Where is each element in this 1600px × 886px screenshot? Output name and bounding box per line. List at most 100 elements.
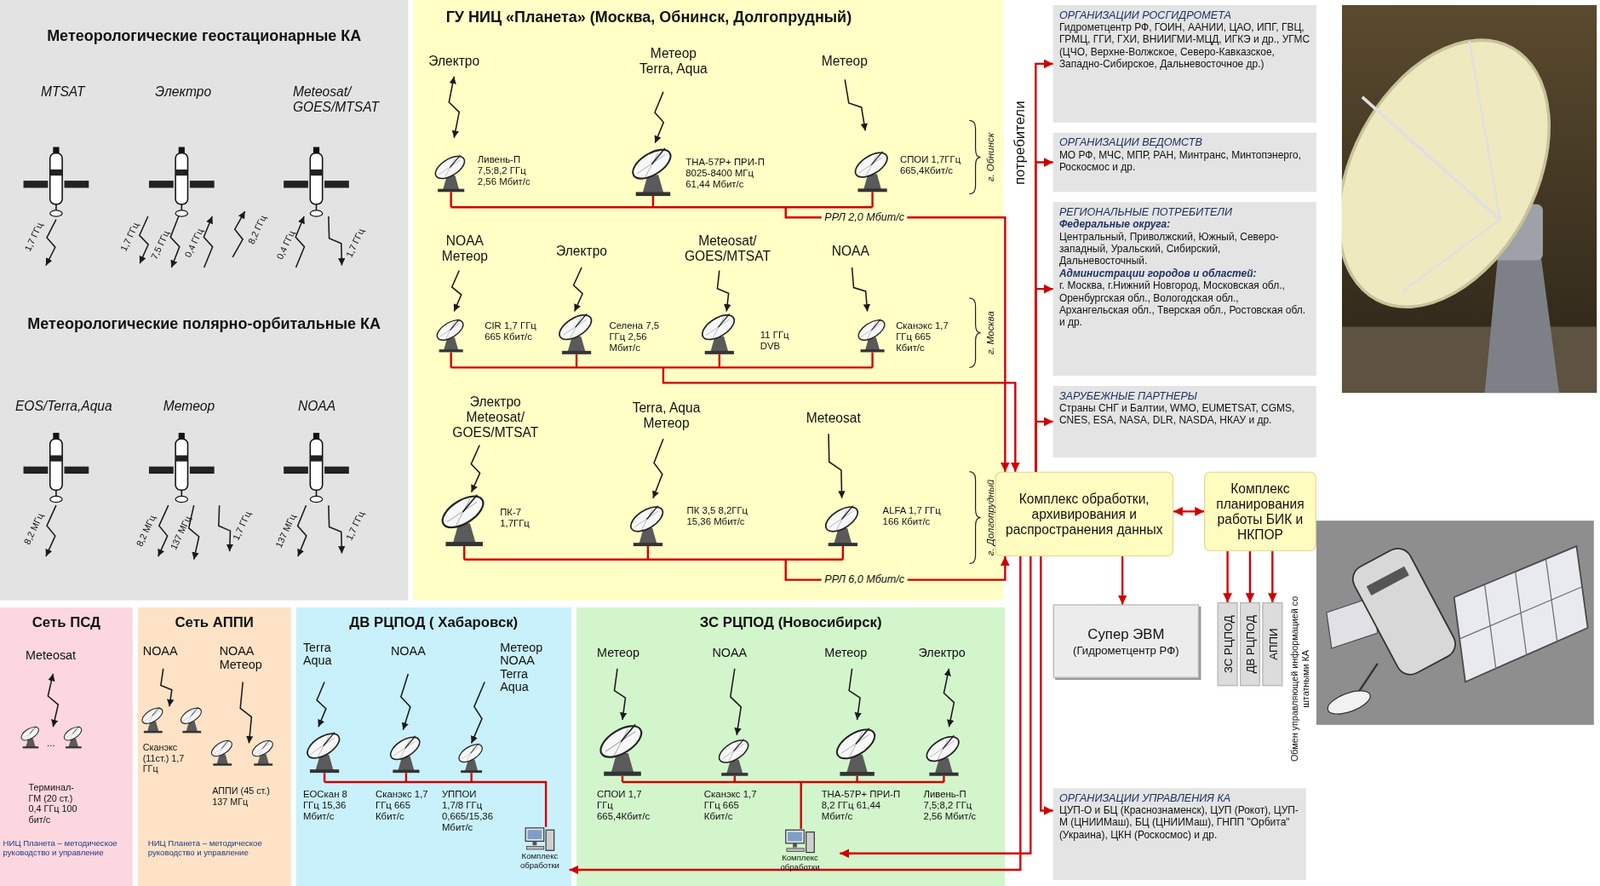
label-anchor: Терминал-ГМ (20 ст.) 0,4 ГГц 100 бит/с bbox=[28, 781, 86, 825]
antenna-ribs bbox=[859, 154, 884, 177]
satellite-top bbox=[52, 432, 59, 439]
satellite-body bbox=[175, 438, 188, 490]
dish-antenna bbox=[854, 315, 888, 352]
antenna-feed bbox=[871, 319, 882, 331]
antenna-stand bbox=[638, 527, 657, 544]
label-anchor: НИЦ Планета – методическое руководство и… bbox=[148, 838, 287, 858]
label-anchor: 1,7 ГГц bbox=[118, 220, 141, 253]
vertical-label: АППИ bbox=[1266, 628, 1279, 660]
label-anchor: Terra Aqua bbox=[303, 641, 345, 668]
connector bbox=[1226, 550, 1228, 603]
link-label: РРЛ 2,0 Мбит/с bbox=[821, 209, 908, 224]
label-anchor: Meteosat bbox=[25, 648, 76, 663]
label-anchor: Meteosat/ GOES/MTSAT bbox=[681, 232, 774, 264]
rect-shape bbox=[1316, 520, 1595, 725]
station-label: Ливень-П 7,5;8,2 ГГц 2,56 Мбит/с bbox=[923, 787, 987, 822]
dish-antenna bbox=[303, 728, 344, 773]
station-label: ТНА-57Р+ ПРИ-П 8,2 ГГц 61,44 Мбит/с bbox=[821, 787, 906, 822]
brace bbox=[969, 471, 981, 564]
box-text: Комплекс планирования работы БИК и НКПОР bbox=[1210, 480, 1309, 542]
antenna-ribs bbox=[213, 741, 230, 756]
satellite-name: NOAA Метеор bbox=[219, 644, 276, 671]
antenna-reflector bbox=[821, 501, 862, 536]
satellite-band bbox=[50, 454, 63, 461]
label-anchor: NOAA bbox=[831, 242, 870, 259]
box-heading: ОРГАНИЗАЦИИ УПРАВЛЕНИЯ КА bbox=[1059, 791, 1301, 805]
antenna-ribs bbox=[461, 745, 479, 762]
antenna-reflector bbox=[628, 143, 676, 185]
box-text: г. Москва, г.Нижний Новгород, Московская… bbox=[1059, 279, 1311, 329]
keyboard bbox=[786, 848, 804, 852]
dish-antenna bbox=[208, 737, 235, 766]
signal-arrow bbox=[614, 668, 626, 720]
dish-antenna bbox=[386, 732, 424, 773]
signal-arrow bbox=[158, 504, 169, 557]
antenna-feed bbox=[221, 739, 229, 749]
link-label: РРЛ 6,0 Мбит/с bbox=[821, 571, 908, 586]
label-anchor: Сканэкс 1,7 ГГц 665 Кбит/с bbox=[895, 319, 958, 354]
antenna-stand bbox=[443, 337, 459, 350]
dish-antenna bbox=[456, 740, 486, 774]
path-shape bbox=[1485, 255, 1560, 394]
signal-arrow bbox=[328, 216, 343, 266]
antenna-stand bbox=[726, 759, 743, 775]
frequency-label: 137 МГц bbox=[168, 514, 194, 551]
signal-arrow bbox=[218, 504, 231, 551]
antenna-reflector bbox=[386, 732, 424, 764]
signal-arrow bbox=[295, 216, 304, 268]
box-text: Гидрометцентр РФ, ГОИН, ААНИИ, ЦАО, ИПГ,… bbox=[1059, 21, 1311, 71]
satellite-top bbox=[52, 147, 59, 154]
consumer-box: РЕГИОНАЛЬНЫЕ ПОТРЕБИТЕЛИФедеральные окру… bbox=[1053, 201, 1317, 376]
solar-panel bbox=[189, 466, 215, 474]
signal-arrow bbox=[139, 216, 149, 264]
label-anchor: Ливень-П 7,5;8,2 ГГц 2,56 Мбит/с bbox=[923, 787, 987, 822]
label-anchor: Метеор bbox=[163, 397, 215, 413]
label-anchor: Метеор bbox=[821, 52, 868, 69]
label-anchor: NOAA Метеор bbox=[436, 232, 494, 264]
side-label: потребители bbox=[1011, 100, 1028, 185]
solar-panel bbox=[324, 180, 350, 188]
antenna-stand bbox=[863, 173, 882, 190]
antenna-reflector bbox=[923, 731, 964, 766]
antenna-base bbox=[392, 769, 419, 774]
antenna-reflector bbox=[595, 719, 647, 763]
wire bbox=[622, 775, 944, 829]
satellite-mast bbox=[315, 204, 318, 212]
station-label: ПК-7 1,7ГГц bbox=[499, 505, 546, 528]
station-label: Ливень-П 7,5;8,2 ГГц 2,56 Мбит/с bbox=[477, 153, 541, 188]
box-heading: ЗАРУБЕЖНЫЕ ПАРТНЕРЫ bbox=[1059, 389, 1311, 403]
antenna-stand bbox=[833, 527, 852, 544]
antenna-feed bbox=[463, 494, 478, 512]
antenna-stand bbox=[710, 336, 729, 352]
satellite-icon bbox=[149, 147, 215, 217]
satellite-mast bbox=[181, 489, 184, 497]
label-anchor: 137 МГц bbox=[273, 512, 299, 550]
dish-antenna bbox=[178, 704, 205, 733]
antenna-ribs bbox=[705, 316, 730, 339]
box-heading: ОРГАНИЗАЦИИ ВЕДОМСТВ bbox=[1059, 135, 1311, 150]
panel-title: ЗС РЦПОД (Новосибирск) bbox=[576, 607, 1005, 631]
antenna-feed bbox=[718, 313, 730, 327]
label-anchor: NOAA bbox=[298, 397, 336, 413]
antenna-base bbox=[460, 769, 482, 773]
panel-heading: Метеорологические геостационарные КА bbox=[0, 26, 408, 46]
satellite-dish bbox=[309, 210, 322, 217]
satellite-body bbox=[309, 153, 322, 205]
antenna-ribs bbox=[440, 321, 460, 339]
satellite-name: Электро Meteosat/ GOES/MTSAT bbox=[447, 394, 545, 441]
control-orgs-box: ОРГАНИЗАЦИИ УПРАВЛЕНИЯ КАЦУП-О и БЦ (Кра… bbox=[1053, 787, 1307, 880]
station-label: УППОИ 1,7/8 ГГц 0,665/15,36 Мбит/с bbox=[441, 787, 499, 833]
satellite-name: Метеор bbox=[821, 52, 868, 69]
signal-arrow bbox=[298, 504, 307, 557]
dish-antenna bbox=[437, 489, 489, 546]
computer-label: Комплекс обработки bbox=[761, 853, 839, 872]
frequency-label: 1,7 ГГц bbox=[118, 220, 141, 253]
label-anchor: 0,4 ГГц bbox=[183, 226, 206, 259]
signal-arrow bbox=[452, 270, 462, 312]
city-label: г. Обнинск bbox=[984, 132, 996, 182]
computer-icon bbox=[785, 828, 816, 854]
dish-antenna bbox=[595, 719, 647, 776]
box-heading: ОРГАНИЗАЦИИ РОСГИДРОМЕТА bbox=[1059, 8, 1311, 23]
label-anchor: 1,7 ГГц bbox=[230, 509, 253, 542]
